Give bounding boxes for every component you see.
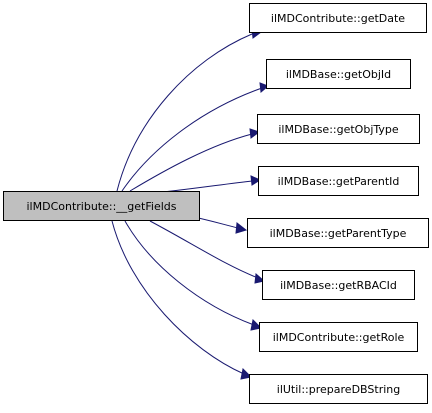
target-node-getParentType[interactable]: ilMDBase::getParentType <box>247 218 429 248</box>
edge-to-getRole <box>124 220 255 326</box>
arrow-getParentType <box>235 222 248 234</box>
arrow-prepareDBString <box>240 367 253 380</box>
source-label: ilMDContribute::__getFields <box>27 200 177 213</box>
edge-to-getObjType <box>129 133 253 192</box>
source-node[interactable]: ilMDContribute::__getFields <box>3 191 200 221</box>
arrow-getRBACId <box>254 272 266 284</box>
arrow-getParentId <box>250 175 262 186</box>
arrow-getRole <box>250 318 263 331</box>
target-label-getRBACId: ilMDBase::getRBACId <box>280 279 397 292</box>
target-label-getRole: ilMDContribute::getRole <box>273 331 405 344</box>
target-label-getObjType: ilMDBase::getObjType <box>278 123 399 136</box>
target-label-getParentId: ilMDBase::getParentId <box>278 175 400 188</box>
target-node-prepareDBString[interactable]: ilUtil::prepareDBString <box>249 374 428 404</box>
target-node-getObjType[interactable]: ilMDBase::getObjType <box>257 114 420 144</box>
target-node-getObjId[interactable]: ilMDBase::getObjId <box>266 59 411 89</box>
target-node-getRBACId[interactable]: ilMDBase::getRBACId <box>262 270 415 300</box>
target-node-getParentId[interactable]: ilMDBase::getParentId <box>258 166 419 196</box>
target-node-getRole[interactable]: ilMDContribute::getRole <box>259 322 418 352</box>
nodes: ilMDContribute::__getFields ilMDContribu… <box>3 3 429 404</box>
target-label-getParentType: ilMDBase::getParentType <box>270 227 407 240</box>
edge-to-getDate <box>116 33 253 192</box>
target-label-prepareDBString: ilUtil::prepareDBString <box>277 383 400 396</box>
arrow-getObjType <box>249 128 261 139</box>
edge-to-prepareDBString <box>111 220 245 375</box>
target-label-getDate: ilMDContribute::getDate <box>271 12 405 25</box>
target-label-getObjId: ilMDBase::getObjId <box>286 68 391 81</box>
edge-to-getObjId <box>121 87 263 192</box>
target-node-getDate[interactable]: ilMDContribute::getDate <box>249 3 427 33</box>
edge-to-getRBACId <box>149 220 259 279</box>
